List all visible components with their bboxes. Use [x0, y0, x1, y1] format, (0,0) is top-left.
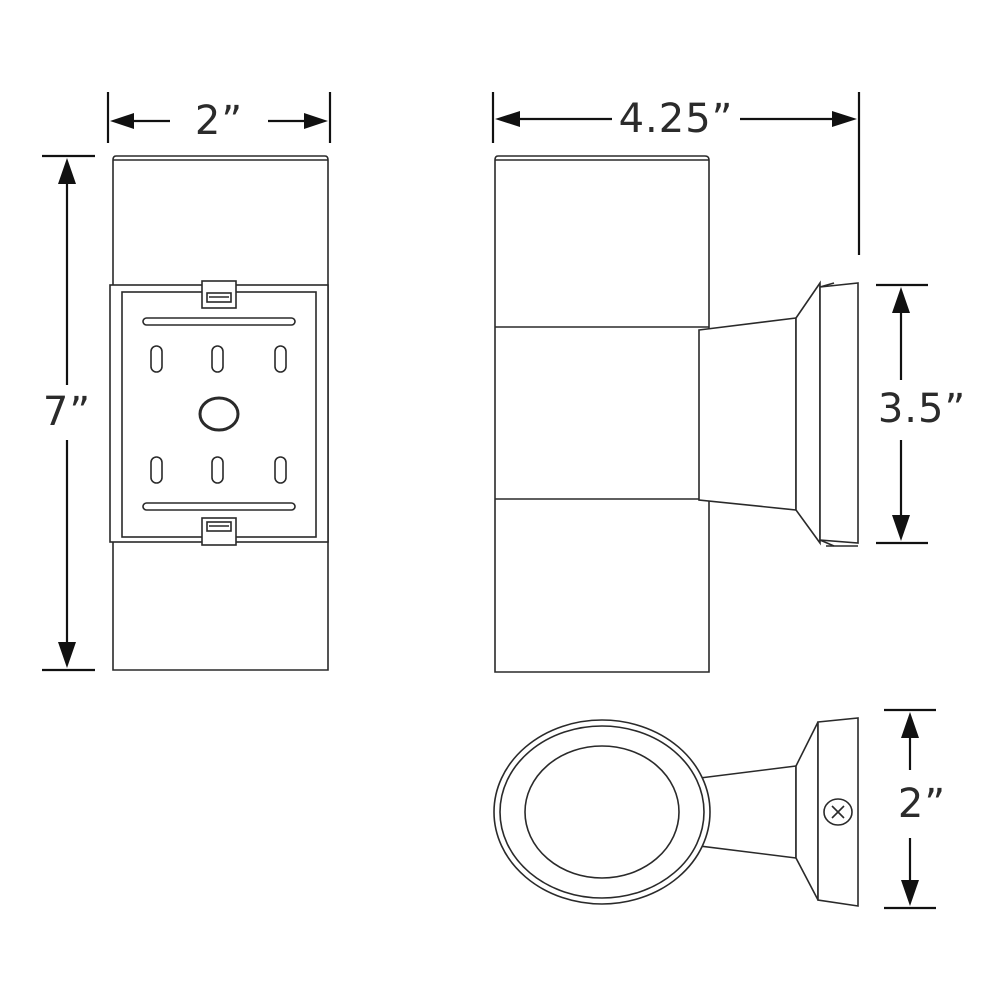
top-clip — [201, 280, 237, 309]
front-height-label: 7” — [43, 389, 91, 435]
side-depth-dimension: 4.25” — [491, 92, 861, 255]
top-outer-ring — [493, 719, 711, 905]
front-cylinder-body — [112, 155, 329, 671]
front-width-dimension: 2” — [106, 92, 332, 144]
side-view — [494, 155, 859, 673]
side-depth-label: 4.25” — [619, 96, 734, 142]
bottom-slot — [142, 502, 296, 511]
side-arm — [698, 317, 797, 511]
mount-height-label: 3.5” — [878, 386, 966, 432]
screw-holes-top-row — [150, 345, 287, 373]
top-width-dimension: 2” — [884, 708, 946, 910]
top-width-label: 2” — [898, 781, 946, 827]
mounting-plate — [109, 284, 329, 543]
wire-hole — [198, 396, 240, 432]
side-wall-plate — [819, 282, 859, 544]
bottom-clip — [201, 517, 237, 546]
screw-holes-bottom-row — [150, 456, 287, 484]
mount-height-dimension: 3.5” — [876, 283, 966, 545]
front-width-label: 2” — [195, 98, 243, 144]
side-cylinder-body — [494, 155, 710, 673]
top-outer-ring-inner-edge — [499, 725, 705, 899]
side-flare — [795, 280, 821, 546]
top-slot — [142, 317, 296, 326]
screw-icon — [823, 798, 853, 826]
front-view — [109, 155, 329, 671]
top-lens — [524, 745, 680, 879]
top-view — [493, 717, 859, 907]
top-flare — [795, 721, 819, 901]
top-arm — [699, 765, 797, 859]
front-height-dimension: 7” — [42, 154, 95, 672]
